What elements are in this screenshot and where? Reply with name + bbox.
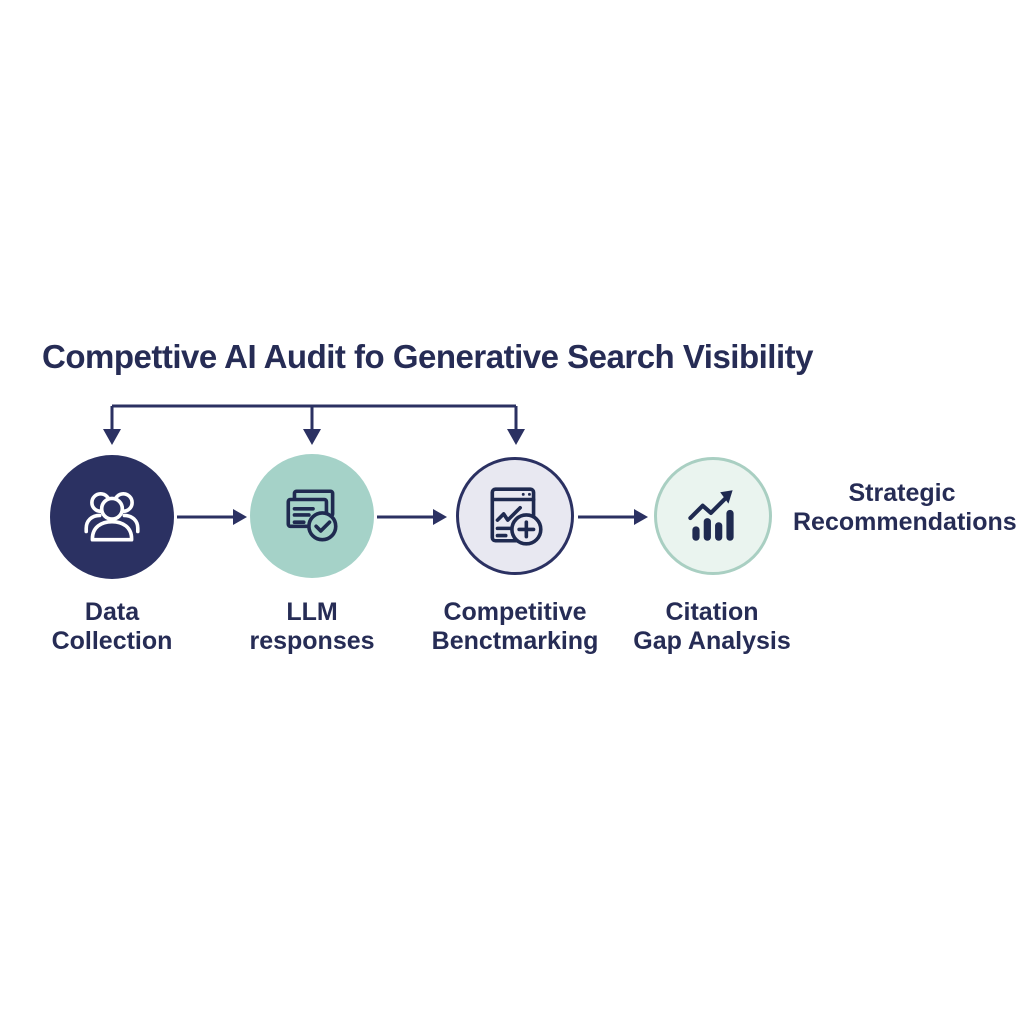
outcome-line: Recommendations <box>793 508 1017 536</box>
label-line: Gap Analysis <box>633 627 791 655</box>
outcome-line: Strategic <box>848 479 956 507</box>
label-line: Benctmarking <box>431 627 599 655</box>
step-circle-citation-gap-analysis <box>654 457 772 575</box>
step-label-llm-responses: LLM responses <box>212 598 412 656</box>
outcome-label-strategic-recommendations: Strategic Recommendations <box>793 479 1017 537</box>
label-line: Competitive <box>443 598 587 626</box>
top-bracket-lines <box>110 404 518 430</box>
label-line: LLM <box>286 598 338 626</box>
step-label-competitive-benchmarking: Competitive Benctmarking <box>415 598 615 656</box>
people-group-icon <box>84 491 140 542</box>
bar-chart-growth-icon <box>688 490 734 541</box>
diagram-title: Compettive AI Audit fo Generative Search… <box>42 338 813 375</box>
step-label-citation-gap-analysis: Citation Gap Analysis <box>612 598 812 656</box>
label-line: Data <box>84 598 140 626</box>
step-label-data-collection: Data Collection <box>12 598 212 656</box>
step-circle-llm-responses <box>250 454 374 578</box>
label-line: Citation <box>665 598 759 626</box>
documents-check-icon <box>286 489 338 542</box>
browser-zoom-plus-icon <box>490 487 543 546</box>
right-arrowheads <box>233 509 648 525</box>
down-arrowheads <box>103 429 525 445</box>
label-line: responses <box>249 627 375 655</box>
step-circle-data-collection <box>50 455 174 579</box>
step-circle-competitive-benchmarking <box>456 457 574 575</box>
label-line: Collection <box>51 627 173 655</box>
